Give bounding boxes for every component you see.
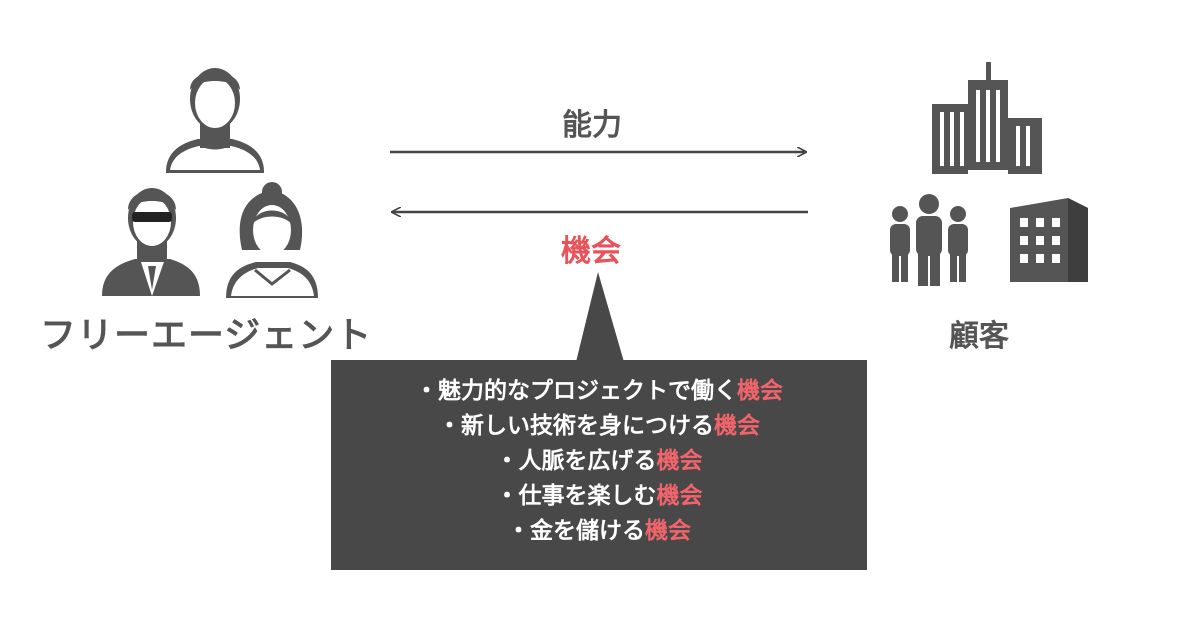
opportunity-label: 機会 bbox=[561, 234, 621, 269]
free-agent-label: フリーエージェント bbox=[40, 315, 373, 356]
person-icon bbox=[165, 68, 265, 173]
office-building-icon bbox=[1010, 198, 1088, 282]
callout-item: ・人脈を広げる機会 bbox=[495, 448, 703, 474]
group-people-icon bbox=[890, 194, 968, 286]
callout-item: ・金を儲ける機会 bbox=[507, 518, 691, 544]
callout-item: ・魅力的なプロジェクトで働く機会 bbox=[415, 378, 783, 404]
callout-item: ・仕事を楽しむ機会 bbox=[495, 483, 703, 509]
callout-item: ・新しい技術を身につける機会 bbox=[438, 413, 760, 439]
callout-pointer bbox=[576, 272, 624, 362]
person-sunglasses-icon bbox=[102, 188, 200, 296]
client-label: 顧客 bbox=[949, 319, 1009, 354]
opportunity-callout: ・魅力的なプロジェクトで働く機会 ・新しい技術を身につける機会 ・人脈を広げる機… bbox=[331, 360, 867, 570]
skyscraper-icon bbox=[932, 62, 1042, 174]
ability-label: 能力 bbox=[562, 108, 622, 143]
woman-icon bbox=[226, 182, 318, 298]
